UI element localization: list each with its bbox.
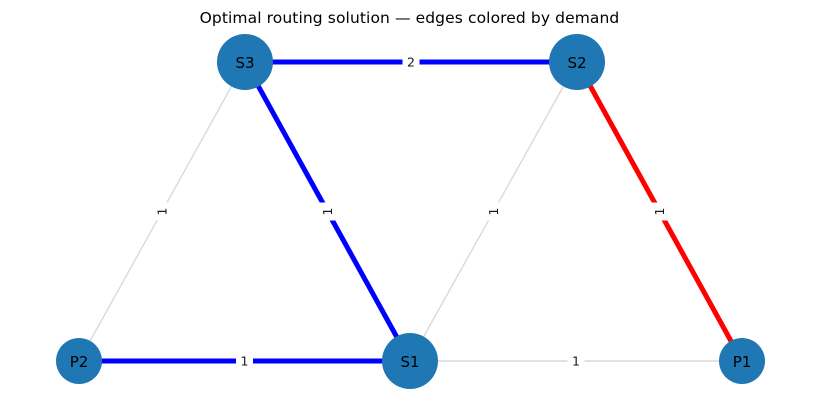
node-label-s2: S2 bbox=[567, 54, 586, 72]
graph-node-p1[interactable]: P1 bbox=[719, 338, 765, 384]
graph-node-p2[interactable]: P2 bbox=[56, 338, 102, 384]
node-circle-s1[interactable] bbox=[382, 333, 438, 389]
edge-label-s1-p1: 1 bbox=[572, 354, 580, 369]
graph-node-s3[interactable]: S3 bbox=[217, 34, 273, 90]
node-circle-p1[interactable] bbox=[719, 338, 765, 384]
graph-node-s2[interactable]: S2 bbox=[549, 34, 605, 90]
node-label-p2: P2 bbox=[70, 353, 89, 371]
edge-label-backdrop bbox=[153, 202, 171, 221]
node-label-p1: P1 bbox=[733, 353, 752, 371]
edge-label-backdrop bbox=[567, 352, 585, 370]
node-label-s1: S1 bbox=[400, 353, 419, 371]
edge-label-s3-p2: 1 bbox=[155, 208, 170, 216]
figure-title: Optimal routing solution — edges colored… bbox=[199, 9, 620, 27]
edge-label-s2-s1: 1 bbox=[486, 208, 501, 216]
edge-label-backdrop bbox=[485, 202, 502, 221]
node-circle-s2[interactable] bbox=[549, 34, 605, 90]
node-circle-s3[interactable] bbox=[217, 34, 273, 90]
edge-label-backdrop bbox=[236, 352, 253, 370]
edge-label-backdrop bbox=[319, 202, 336, 221]
node-label-s3: S3 bbox=[235, 54, 254, 72]
edge-labels-layer: 2 1 1 1 1 1 1 bbox=[153, 53, 668, 370]
edge-label-backdrop bbox=[651, 202, 668, 221]
edges-layer bbox=[78, 59, 745, 364]
edge-label-s2-p1: 1 bbox=[652, 208, 667, 216]
edge-label-backdrop bbox=[402, 53, 420, 71]
graph-node-s1[interactable]: S1 bbox=[382, 333, 438, 389]
edge-label-p2-s1: 1 bbox=[241, 354, 249, 369]
edge-label-s3-s2: 2 bbox=[407, 55, 415, 70]
node-circle-p2[interactable] bbox=[56, 338, 102, 384]
edge-label-s3-s1: 1 bbox=[320, 208, 335, 216]
